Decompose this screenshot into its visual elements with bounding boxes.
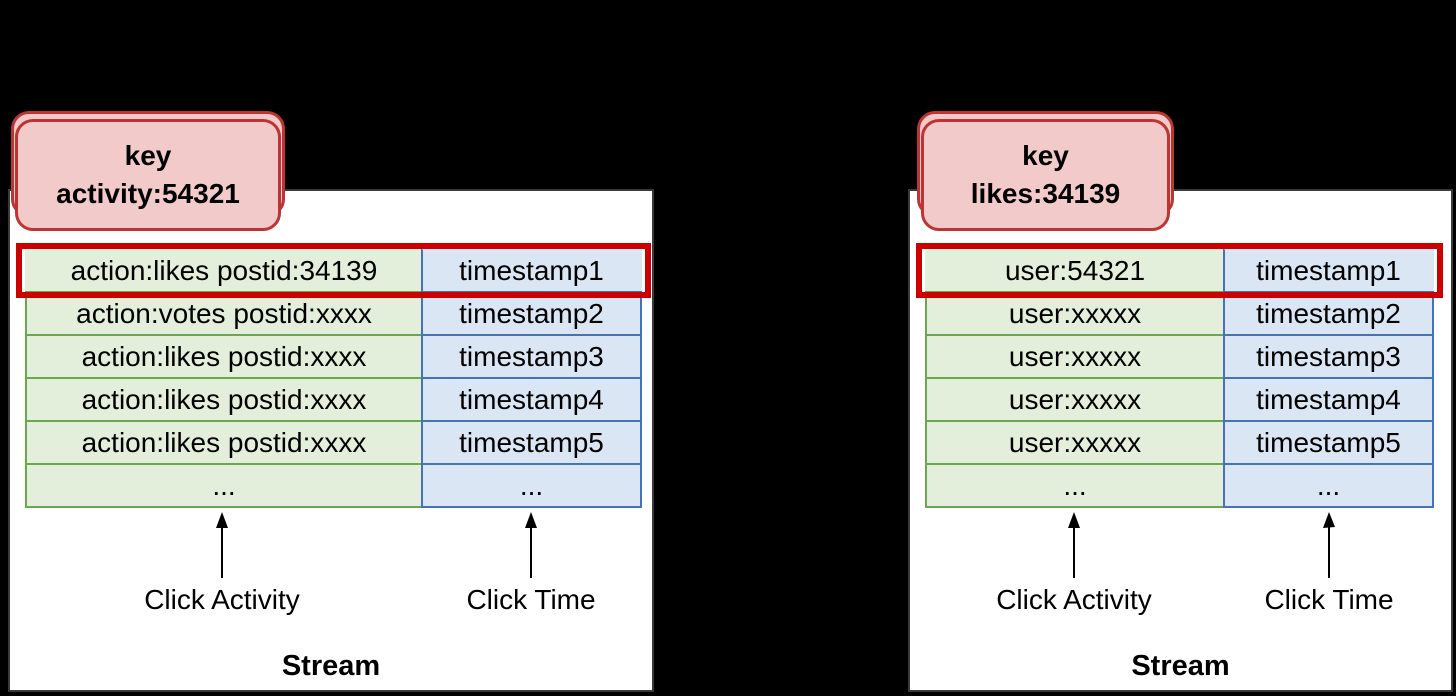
time-cell: timestamp3 xyxy=(1223,334,1434,379)
key-callout-left: key activity:54321 xyxy=(15,119,281,231)
up-arrow-icon xyxy=(1068,512,1080,578)
activity-cell: user:xxxxx xyxy=(925,334,1223,379)
left-stream-table: action:likes postid:34139 timestamp1 act… xyxy=(16,243,651,508)
click-time-label: Click Time xyxy=(466,584,596,615)
up-arrow-icon xyxy=(1323,512,1335,578)
stream-entry-row: ... ... xyxy=(925,463,1434,508)
stream-entry-row: user:xxxxx timestamp4 xyxy=(925,377,1434,422)
time-cell: ... xyxy=(421,463,642,508)
activity-cell: user:xxxxx xyxy=(925,377,1223,422)
time-cell: timestamp2 xyxy=(421,291,642,336)
stream-entry-row: user:54321 timestamp1 xyxy=(925,248,1434,293)
stream-caption: Stream xyxy=(281,650,381,682)
stream-entry-row: user:xxxxx timestamp2 xyxy=(925,291,1434,336)
activity-cell: user:54321 xyxy=(925,248,1223,293)
activity-cell: action:likes postid:xxxx xyxy=(25,420,421,465)
activity-cell: action:likes postid:xxxx xyxy=(25,377,421,422)
activity-cell: action:likes postid:34139 xyxy=(25,248,421,293)
time-cell: timestamp3 xyxy=(421,334,642,379)
click-time-label: Click Time xyxy=(1264,584,1394,615)
stream-entry-row: user:xxxxx timestamp3 xyxy=(925,334,1434,379)
key-callout-right: key likes:34139 xyxy=(921,119,1170,231)
time-cell: timestamp5 xyxy=(421,420,642,465)
time-cell: timestamp5 xyxy=(1223,420,1434,465)
activity-cell: user:xxxxx xyxy=(925,420,1223,465)
stream-caption: Stream xyxy=(1131,650,1230,682)
up-arrow-icon xyxy=(216,512,228,578)
key-callout-title: key xyxy=(124,140,172,171)
key-callout-value: likes:34139 xyxy=(970,178,1121,209)
click-activity-label: Click Activity xyxy=(996,584,1152,615)
key-callout-value: activity:54321 xyxy=(56,178,240,209)
key-callout-title: key xyxy=(1022,140,1069,171)
stream-entry-row: action:likes postid:xxxx timestamp4 xyxy=(25,377,642,422)
click-activity-label: Click Activity xyxy=(144,584,300,615)
time-cell: timestamp4 xyxy=(1223,377,1434,422)
stream-entry-row: ... ... xyxy=(25,463,642,508)
time-cell: timestamp4 xyxy=(421,377,642,422)
time-cell: ... xyxy=(1223,463,1434,508)
stream-entry-row: action:likes postid:xxxx timestamp3 xyxy=(25,334,642,379)
activity-cell: action:votes postid:xxxx xyxy=(25,291,421,336)
activity-cell: user:xxxxx xyxy=(925,291,1223,336)
activity-cell: ... xyxy=(925,463,1223,508)
time-cell: timestamp1 xyxy=(421,248,642,293)
stream-entry-row: user:xxxxx timestamp5 xyxy=(925,420,1434,465)
time-cell: timestamp1 xyxy=(1223,248,1434,293)
stream-entry-row: action:votes postid:xxxx timestamp2 xyxy=(25,291,642,336)
up-arrow-icon xyxy=(525,512,537,578)
time-cell: timestamp2 xyxy=(1223,291,1434,336)
stream-entry-row: action:likes postid:xxxx timestamp5 xyxy=(25,420,642,465)
right-stream-table: user:54321 timestamp1 user:xxxxx timesta… xyxy=(916,243,1443,508)
stream-entry-row: action:likes postid:34139 timestamp1 xyxy=(25,248,642,293)
activity-cell: action:likes postid:xxxx xyxy=(25,334,421,379)
activity-cell: ... xyxy=(25,463,421,508)
